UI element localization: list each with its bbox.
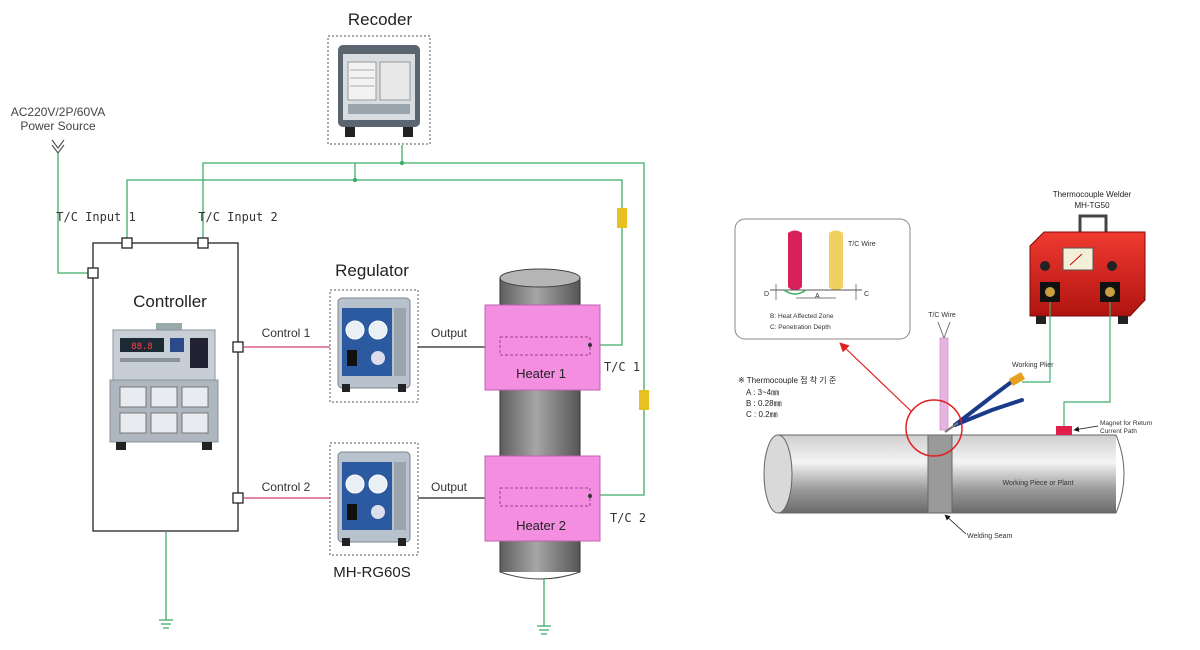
control-1-label: Control 1	[262, 326, 311, 340]
heater-2-label: Heater 2	[516, 518, 566, 533]
magnet-block	[1056, 426, 1072, 435]
tc-2-label: T/C 2	[610, 511, 646, 525]
output-2-label: Output	[431, 480, 468, 494]
callout-circle	[905, 399, 963, 457]
regulator-label: Regulator	[335, 261, 409, 280]
tc-input-2-label: T/C Input 2	[198, 210, 277, 224]
heater-2: Heater 2	[484, 455, 601, 542]
criteria-b: B : 0.28㎜	[746, 399, 782, 408]
working-pipe	[763, 434, 1125, 514]
right-diagram: Thermocouple Welder MH-TG50	[734, 190, 1153, 540]
heater-1: Heater 1	[484, 304, 601, 391]
output-1-label: Output	[431, 326, 468, 340]
controller-label: Controller	[133, 292, 207, 311]
recorder-frame	[327, 35, 431, 145]
controller-device: 88.8	[109, 323, 219, 450]
welder-title: Thermocouple Welder	[1053, 190, 1132, 199]
inset-legend-b: B: Heat Affected Zone	[770, 313, 834, 320]
ground-symbol-controller	[159, 531, 173, 629]
welding-seam-band	[927, 434, 953, 514]
thermocouple-welder	[1029, 214, 1146, 324]
left-diagram: Recoder AC220V/2P/60VA Power Source	[11, 10, 649, 635]
callout-arrow	[839, 342, 913, 413]
zoom-inset-box	[734, 218, 911, 340]
power-port	[87, 267, 99, 279]
svg-text:88.8: 88.8	[131, 342, 153, 352]
regulator-2-device	[337, 451, 411, 546]
regulator-model-label: MH-RG60S	[333, 564, 411, 581]
power-source-line2: Power Source	[20, 119, 96, 133]
plier-icon	[944, 372, 1026, 433]
tc-wire	[939, 337, 949, 431]
inset-dim-c: C	[864, 291, 869, 298]
tc-1-label: T/C 1	[604, 360, 640, 374]
welder-model: MH-TG50	[1074, 201, 1110, 210]
welding-seam-label: Welding Seam	[967, 533, 1013, 540]
tc-input-1-label: T/C Input 1	[56, 210, 135, 224]
control-1-port	[232, 341, 244, 353]
control-2-label: Control 2	[262, 480, 311, 494]
tc-wire-label: T/C Wire	[928, 312, 956, 319]
inset-drawing: T/C Wire D A C B: Heat Affected Zone C: …	[764, 230, 876, 331]
working-piece-label: Working Piece or Plant	[1002, 480, 1073, 487]
inset-dim-a: A	[815, 293, 820, 300]
magnet-label-line2: Current Path	[1100, 428, 1137, 435]
criteria-a: A : 3~4㎜	[746, 388, 779, 397]
recorder-device	[338, 45, 420, 137]
control-2-port	[232, 492, 244, 504]
recorder-label: Recoder	[348, 10, 413, 29]
fuse-1	[617, 208, 627, 228]
regulator-2-frame	[329, 442, 419, 556]
regulator-1-frame	[329, 289, 419, 403]
regulator-1-device	[337, 297, 411, 392]
tc-input-2-port	[197, 237, 209, 249]
inset-tc-wire-label: T/C Wire	[848, 241, 876, 248]
inset-legend-c: C: Penetration Depth	[770, 324, 831, 331]
magnet-label-line1: Magnet for Return	[1100, 420, 1153, 427]
inset-dim-d: D	[764, 291, 769, 298]
ground-symbol-pipe	[537, 578, 551, 635]
fuse-2	[639, 390, 649, 410]
heater-1-label: Heater 1	[516, 366, 566, 381]
signal-wires	[57, 145, 645, 496]
criteria-title: ※ Thermocouple 접 착 기 준	[738, 375, 836, 385]
plug-icon	[51, 139, 65, 154]
tc-input-1-port	[121, 237, 133, 249]
power-source-line1: AC220V/2P/60VA	[11, 105, 106, 119]
criteria-c: C : 0.2㎜	[746, 410, 778, 419]
working-plier-label: Working Plier	[1012, 362, 1054, 369]
